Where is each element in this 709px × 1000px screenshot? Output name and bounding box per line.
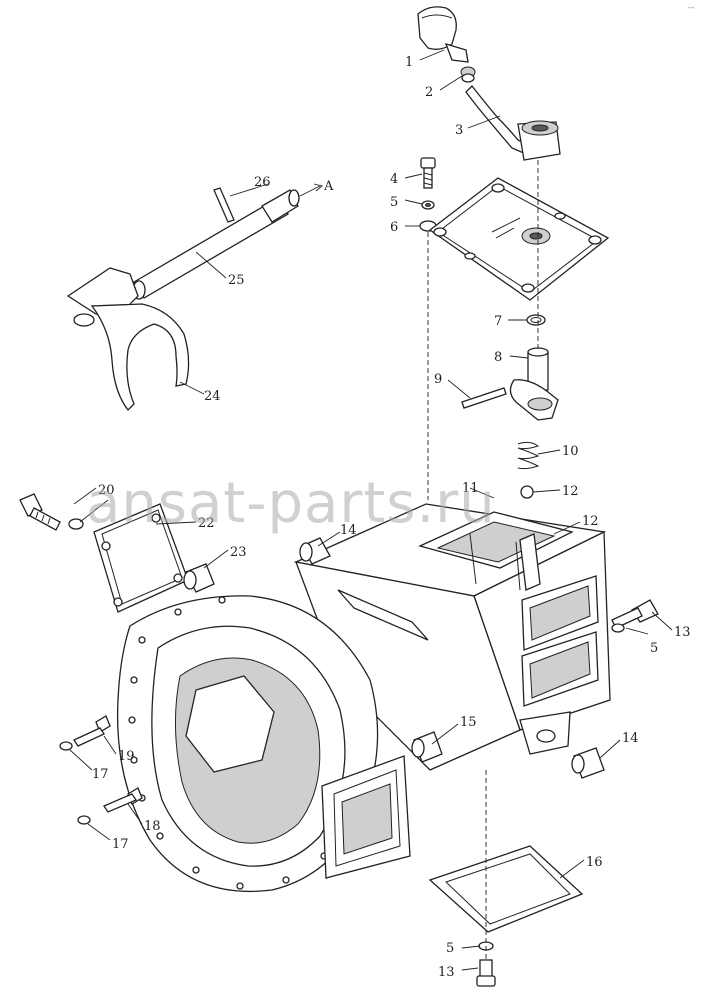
callout-3: 3: [455, 123, 463, 138]
callout-14-right: 14: [622, 731, 639, 746]
gear-shift-lever: [465, 85, 561, 161]
callout-8: 8: [494, 350, 502, 365]
side-cover-bolt: [19, 493, 61, 531]
cover-washer: [421, 200, 435, 210]
bushing-right: [571, 747, 605, 779]
callout-20: 20: [98, 483, 115, 498]
bushing-left: [183, 563, 215, 593]
callout-14-top: 14: [340, 523, 357, 538]
watermark-text: ansat-parts.ru: [86, 471, 496, 536]
callout-25: 25: [228, 273, 245, 288]
detent-ball: [520, 485, 534, 499]
lever-nut: [460, 66, 476, 83]
callout-2: 2: [425, 85, 433, 100]
corner-mark: --: [688, 3, 695, 13]
callout-5-top: 5: [390, 195, 398, 210]
gear-lever-knob: [417, 6, 469, 63]
callout-7: 7: [494, 314, 502, 329]
callout-11: 11: [462, 481, 479, 496]
roll-pin: [461, 387, 507, 409]
lock-pin: [213, 187, 235, 223]
callout-17-upper: 17: [92, 767, 109, 782]
callout-5-side: 5: [650, 641, 658, 656]
callout-4: 4: [390, 172, 398, 187]
callout-23: 23: [230, 545, 247, 560]
callout-labels: 1 2 3 4 5 6 7 8 9 10 11 12 12 13 5 14 14…: [92, 55, 691, 980]
cover-bolt: [420, 157, 436, 189]
arrow-label-a: A: [323, 179, 334, 194]
callout-15: 15: [460, 715, 477, 730]
callout-6: 6: [390, 220, 398, 235]
detent-spring: [517, 441, 540, 470]
side-washer: [611, 623, 625, 633]
shift-cover-plate: [428, 177, 610, 301]
shift-fork: [66, 267, 190, 411]
bell-washer-lower: [77, 815, 91, 825]
callout-16: 16: [586, 855, 603, 870]
shift-shaft: [509, 347, 559, 421]
callout-26: 26: [254, 175, 271, 190]
bell-bolt-lower: [103, 787, 143, 813]
bottom-gasket: [428, 845, 584, 933]
callout-13-side: 13: [674, 625, 691, 640]
callout-19: 19: [118, 749, 135, 764]
bushing-top: [299, 537, 331, 565]
callout-22: 22: [198, 516, 215, 531]
callout-1: 1: [405, 55, 413, 70]
transmission-housing: [116, 503, 611, 893]
callout-5-bottom: 5: [446, 941, 454, 956]
callout-12: 12: [562, 484, 579, 499]
callout-17-lower: 17: [112, 837, 129, 852]
bushing-front: [411, 731, 443, 763]
callout-12-housing: 12: [582, 514, 599, 529]
shift-rail: [132, 183, 323, 300]
callout-9: 9: [434, 372, 442, 387]
bell-bolt-upper: [73, 715, 111, 747]
o-ring: [526, 314, 546, 326]
bottom-bolt: [476, 959, 496, 987]
side-cover-washer: [68, 518, 84, 530]
leader-lines: [69, 49, 673, 971]
callout-18: 18: [144, 819, 161, 834]
bell-washer-upper: [59, 741, 73, 751]
callout-10: 10: [562, 444, 579, 459]
callout-24: 24: [204, 389, 221, 404]
callout-13-bottom: 13: [438, 965, 455, 980]
